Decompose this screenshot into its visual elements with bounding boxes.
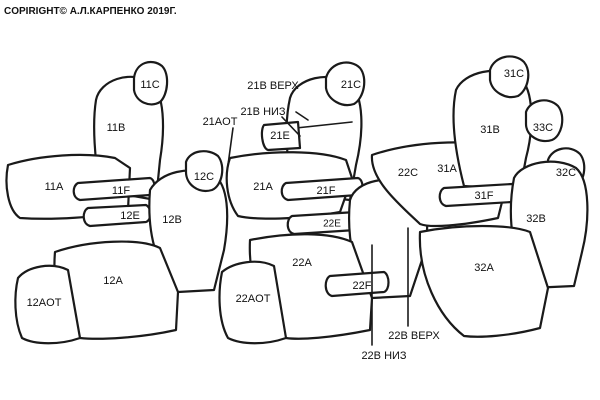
armrest-22F (324, 270, 390, 298)
label-21F: 21F (317, 185, 336, 197)
label-32C: 32C (556, 167, 576, 179)
label-12E: 12E (120, 210, 140, 222)
row3-seats (370, 55, 589, 338)
label-22AOT: 22AOT (236, 293, 271, 305)
seat-22AOT (218, 260, 288, 345)
label-12C: 12C (194, 171, 214, 183)
headrest-31C (488, 55, 530, 99)
headrest-33C (524, 99, 564, 143)
headrest-21C (324, 61, 366, 107)
armrest-12E (82, 203, 152, 228)
label-21BBot: 21B НИЗ (240, 106, 285, 118)
seat-32A-cushion (418, 224, 550, 338)
label-31A: 31A (437, 163, 457, 175)
label-21A: 21A (253, 181, 273, 193)
label-12B: 12B (162, 214, 182, 226)
label-32B: 32B (526, 213, 546, 225)
label-22BBot: 22B НИЗ (361, 350, 406, 362)
label-22C: 22C (398, 167, 418, 179)
label-22F: 22F (353, 280, 372, 292)
seat-12AOT (14, 264, 82, 345)
label-22BTop: 22B ВЕРХ (388, 330, 440, 342)
seat-labels: COPIRIGHT© А.Л.КАРПЕНКО 2019Г. 11C 11B 1… (4, 6, 576, 362)
label-31B: 31B (480, 124, 500, 136)
label-31C: 31C (504, 68, 524, 80)
label-12AOT: 12AOT (27, 297, 62, 309)
headrest-12C (184, 150, 224, 192)
label-21C: 21C (341, 79, 361, 91)
headrest-11C (132, 60, 169, 106)
label-22A: 22A (292, 257, 312, 269)
callout-21BTop (295, 111, 309, 121)
copyright-text: COPIRIGHT© А.Л.КАРПЕНКО 2019Г. (4, 6, 177, 17)
panel-21E (260, 120, 302, 152)
row1-seats (5, 60, 229, 345)
label-11B: 11B (107, 122, 126, 134)
row2-seats (218, 61, 429, 346)
seat-21B-split (295, 121, 353, 129)
label-21E: 21E (270, 130, 290, 142)
label-33C: 33C (533, 122, 553, 134)
label-31F: 31F (475, 190, 494, 202)
label-32A: 32A (474, 262, 494, 274)
label-22E: 22E (323, 219, 341, 230)
callout-21AOT (227, 127, 234, 166)
label-11A: 11A (45, 181, 64, 193)
label-21BTop: 21B ВЕРХ (247, 80, 299, 92)
callout-21BBot (281, 116, 301, 137)
label-12A: 12A (103, 275, 123, 287)
label-11F: 11F (112, 185, 130, 197)
label-11C: 11C (140, 79, 159, 91)
label-21AOT: 21AOT (203, 116, 238, 128)
